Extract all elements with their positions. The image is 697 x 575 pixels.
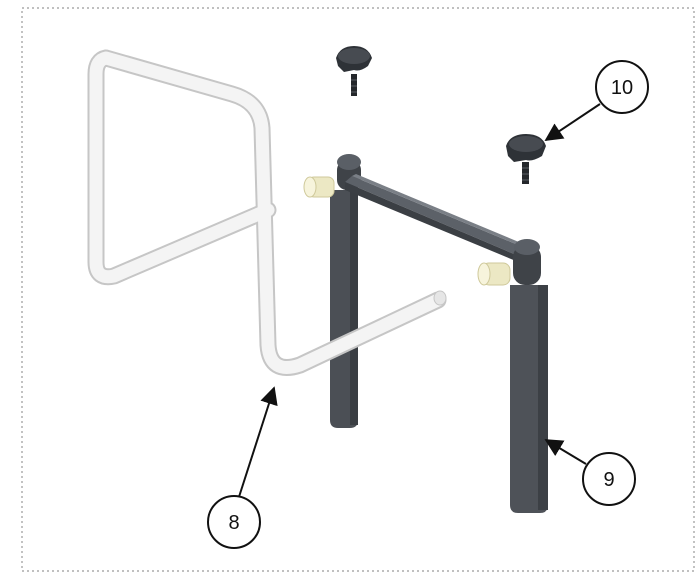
leader-arrow-10 — [544, 103, 601, 141]
callout-label-8: 8 — [228, 512, 239, 534]
callout-label-9: 9 — [603, 469, 614, 491]
handrail-tube — [87, 49, 447, 376]
callout-9: 9 — [544, 439, 636, 506]
dotted-frame — [21, 7, 695, 572]
callout-10: 10 — [544, 60, 649, 141]
callout-8: 8 — [207, 386, 278, 549]
bushing-back — [303, 176, 335, 198]
callout-circle-10 — [595, 60, 649, 114]
callout-circle-8 — [207, 495, 261, 549]
thumb-knob-lower — [506, 134, 546, 184]
mounting-bracket — [303, 154, 548, 513]
callout-label-10: 10 — [611, 77, 633, 99]
callout-circle-9 — [582, 452, 636, 506]
thumb-knob-upper — [336, 46, 372, 96]
leader-arrow-8 — [237, 386, 278, 501]
leader-arrow-9 — [544, 439, 587, 465]
bushing-front — [477, 262, 511, 286]
